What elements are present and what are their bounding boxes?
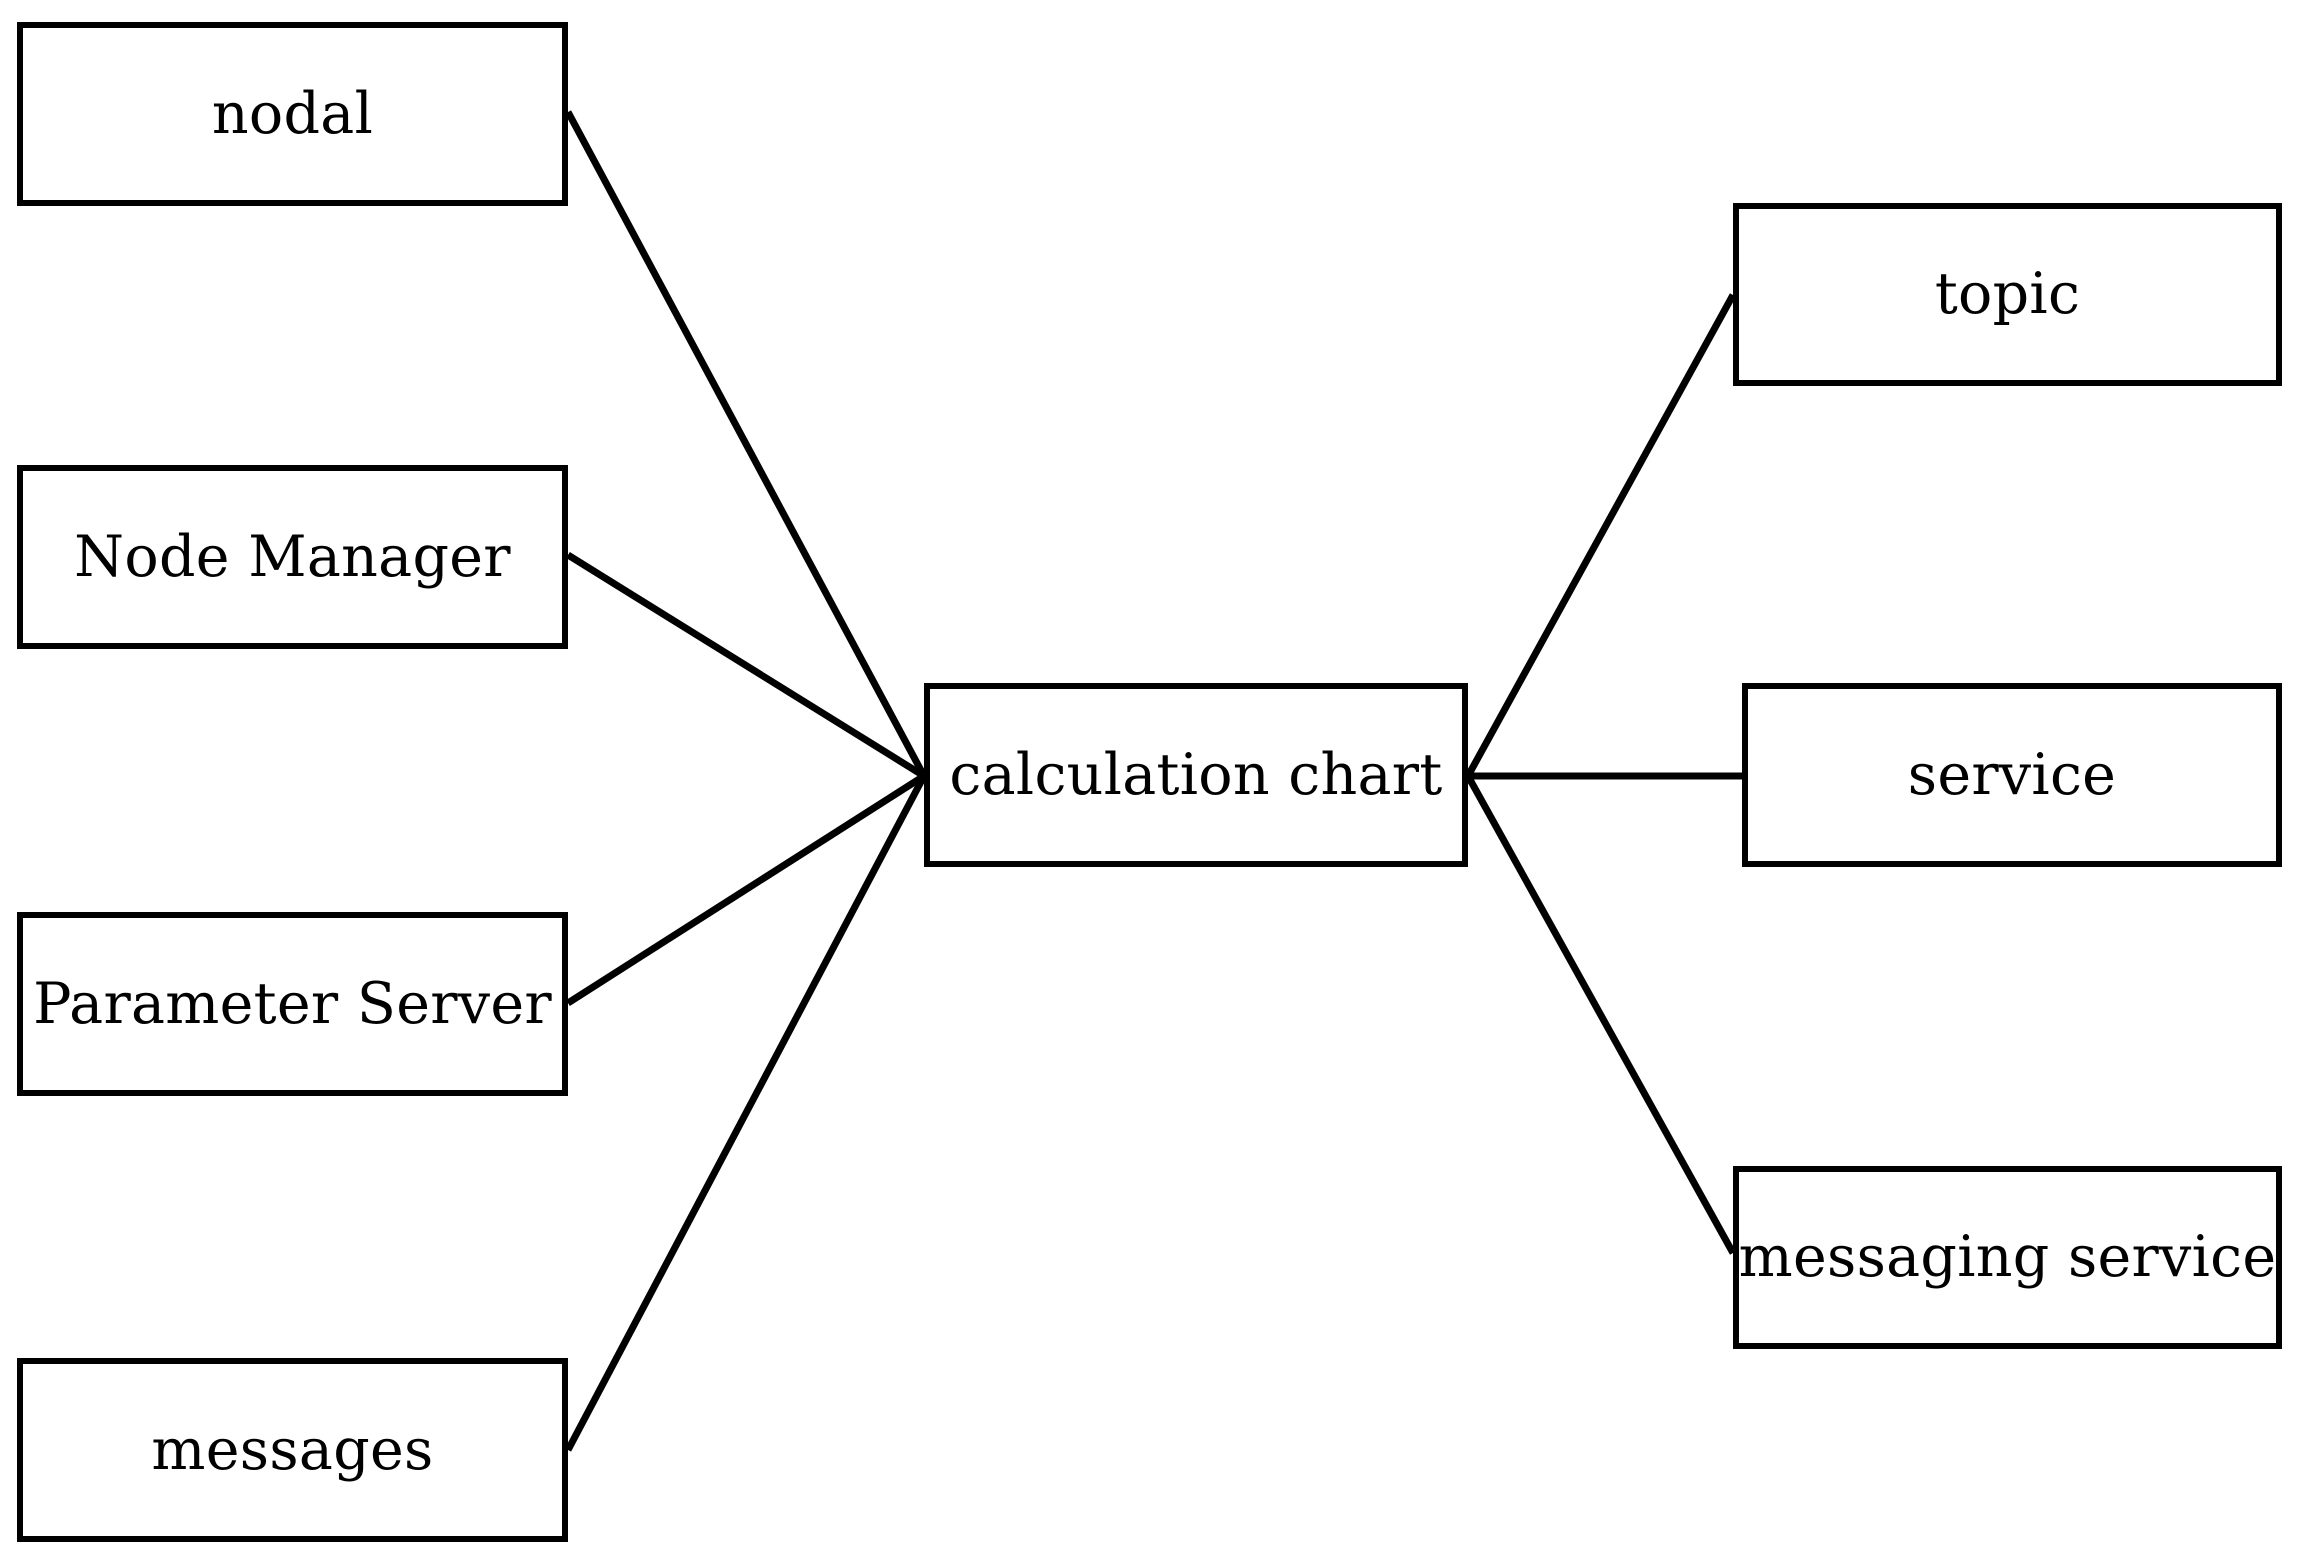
node-label-calculation-chart: calculation chart	[949, 741, 1443, 808]
node-label-topic: topic	[1934, 261, 2081, 328]
node-service[interactable]: service	[1742, 683, 2282, 867]
node-nodal[interactable]: nodal	[17, 22, 568, 206]
node-calculation-chart[interactable]: calculation chart	[924, 683, 1468, 867]
edge-calculation-chart-to-topic	[1464, 293, 1737, 778]
node-label-parameter-server: Parameter Server	[33, 970, 552, 1037]
node-label-node-manager: Node Manager	[74, 523, 511, 590]
edge-parameter-server-to-calculation-chart	[566, 773, 926, 1006]
node-label-messages: messages	[151, 1416, 434, 1483]
node-topic[interactable]: topic	[1733, 203, 2282, 386]
node-node-manager[interactable]: Node Manager	[17, 465, 568, 649]
node-messaging-service[interactable]: messaging service	[1733, 1166, 2282, 1349]
node-label-nodal: nodal	[211, 80, 374, 147]
edge-nodal-to-calculation-chart	[564, 110, 928, 778]
edge-calculation-chart-to-messaging-service	[1464, 774, 1737, 1255]
node-parameter-server[interactable]: Parameter Server	[17, 912, 568, 1096]
node-messages[interactable]: messages	[17, 1358, 568, 1542]
edge-messages-to-calculation-chart	[564, 774, 928, 1452]
node-label-service: service	[1907, 741, 2117, 808]
node-label-messaging-service: messaging service	[1738, 1224, 2277, 1291]
edge-node-manager-to-calculation-chart	[566, 552, 926, 779]
